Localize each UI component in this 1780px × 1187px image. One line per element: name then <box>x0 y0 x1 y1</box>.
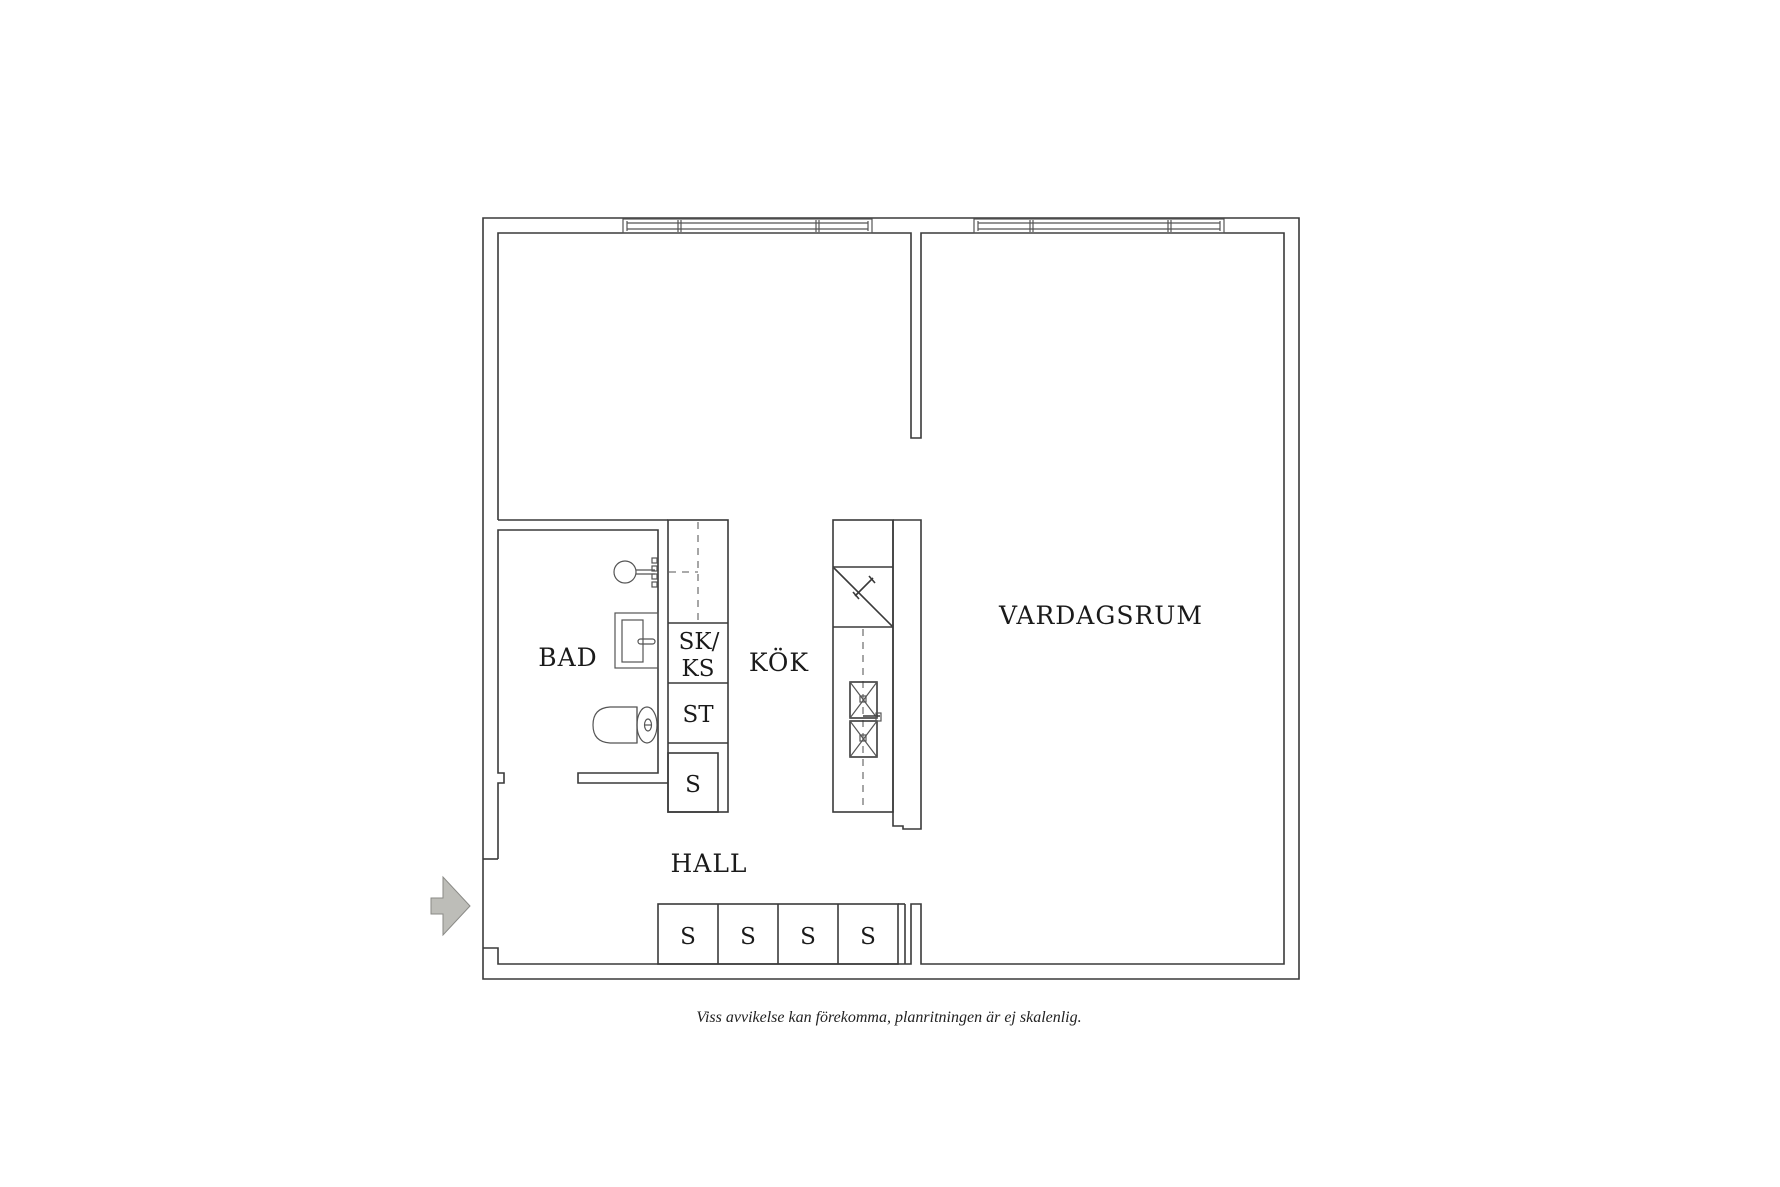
cooker-label: ST <box>682 702 714 728</box>
wardrobe-label: S <box>800 924 816 950</box>
kitchen-island <box>832 519 922 830</box>
toilet-icon <box>592 706 658 744</box>
wardrobe-label: S <box>860 924 876 950</box>
stove-icon <box>849 681 882 758</box>
window-left <box>622 218 873 234</box>
storage-cabinet-label: S <box>685 772 701 798</box>
window-right <box>973 218 1225 234</box>
hall-wardrobes <box>657 903 906 965</box>
room-label-vardagsrum: VARDAGSRUM <box>998 601 1203 630</box>
wardrobe-label: S <box>740 924 756 950</box>
fridge-freezer-label-2: KS <box>682 656 715 682</box>
disclaimer-caption: Viss avvikelse kan förekomma, planritnin… <box>696 1009 1081 1026</box>
sink-icon <box>614 612 659 669</box>
dishwasher-icon <box>852 575 876 600</box>
kitchen-counter-left <box>667 519 729 813</box>
entrance-arrow-icon <box>430 875 471 937</box>
shower-icon <box>613 557 658 588</box>
outer-walls <box>482 217 1300 980</box>
wardrobe-label: S <box>680 924 696 950</box>
room-label-hall: HALL <box>670 849 747 878</box>
fridge-freezer-label-1: SK/ <box>679 629 720 655</box>
room-label-bad: BAD <box>538 643 597 672</box>
room-label-kok: KÖK <box>749 648 810 677</box>
